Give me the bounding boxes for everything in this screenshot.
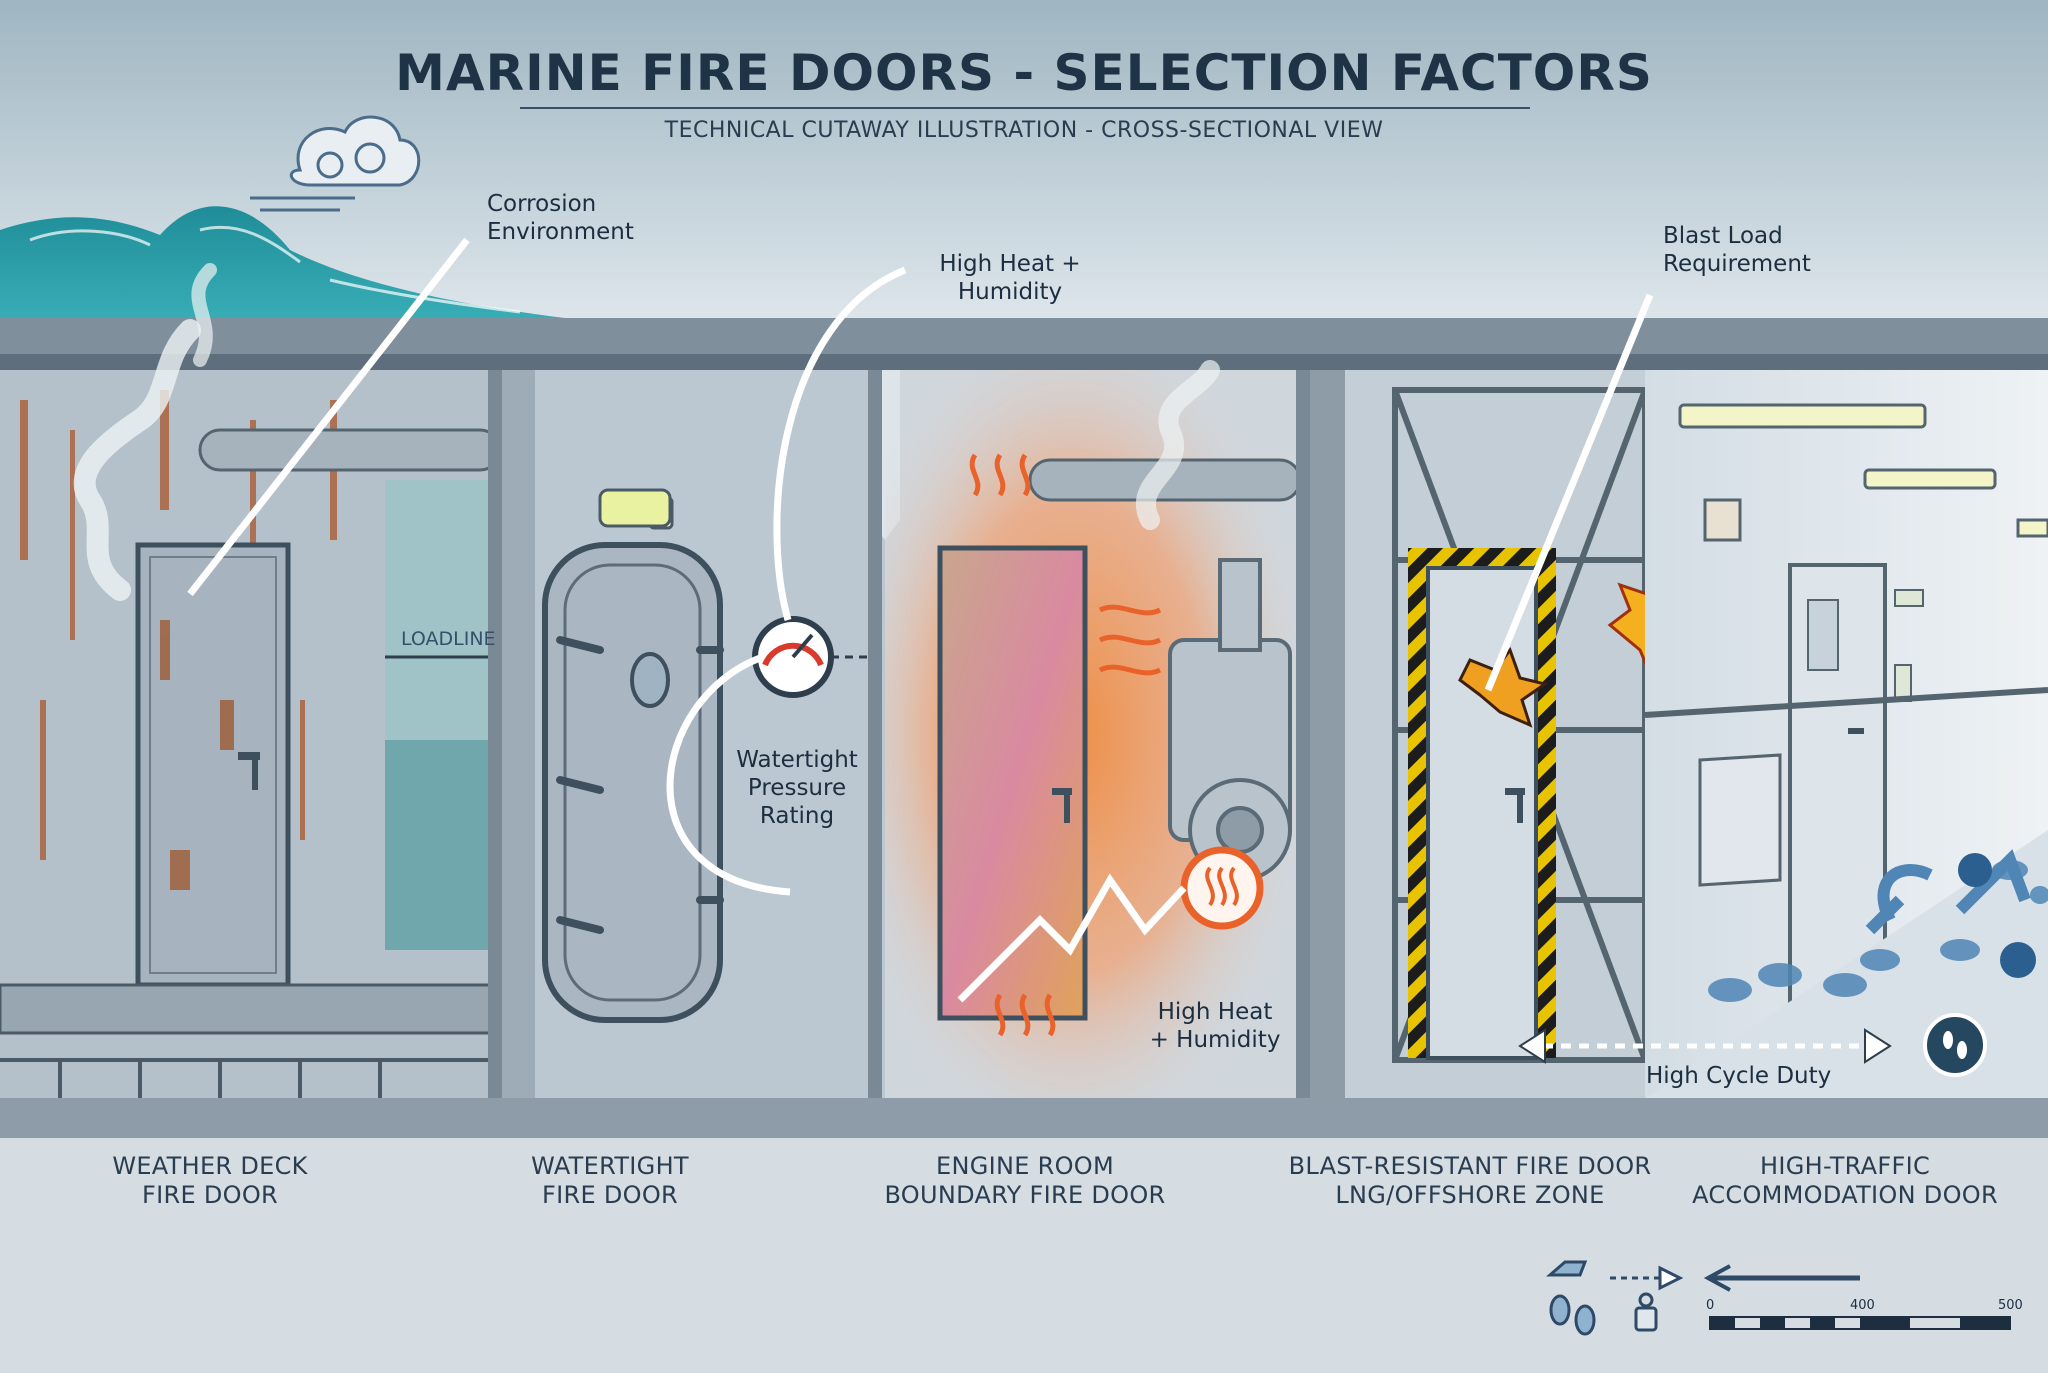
wind-cloud-icon bbox=[250, 115, 421, 212]
page-subtitle: TECHNICAL CUTAWAY ILLUSTRATION - CROSS-S… bbox=[664, 118, 1384, 143]
callout-line: Humidity bbox=[957, 279, 1063, 305]
title-divider bbox=[520, 107, 1530, 109]
corrosion-callout: Corrosion Environment bbox=[487, 190, 634, 246]
zone-line: ACCOMMODATION DOOR bbox=[1692, 1181, 1998, 1209]
zone-label-weather-deck: WEATHER DECK FIRE DOOR bbox=[60, 1152, 360, 1210]
scale-label: 400 bbox=[1850, 1298, 1875, 1313]
door-handle bbox=[238, 752, 260, 760]
blast-impact-icon bbox=[1458, 646, 1549, 728]
zone-label-engine-room: ENGINE ROOM BOUNDARY FIRE DOOR bbox=[860, 1152, 1190, 1210]
zone-line: WATERTIGHT bbox=[531, 1152, 689, 1180]
porthole bbox=[630, 652, 670, 708]
zone-label-watertight: WATERTIGHT FIRE DOOR bbox=[460, 1152, 760, 1210]
legend bbox=[1545, 1260, 1860, 1336]
callout-line: Blast Load bbox=[1663, 223, 1783, 249]
callout-line: Pressure bbox=[747, 775, 847, 801]
scale-bar bbox=[1709, 1316, 2011, 1330]
high-cycle-icon bbox=[1923, 1013, 1987, 1077]
zone-line: LNG/OFFSHORE ZONE bbox=[1335, 1181, 1605, 1209]
scale-label: 0 bbox=[1706, 1298, 1715, 1313]
watertight-door bbox=[542, 542, 723, 1023]
callout-line: High Heat + bbox=[939, 251, 1081, 277]
high-cycle-callout: High Cycle Duty bbox=[1646, 1063, 1832, 1089]
zone-line: HIGH-TRAFFIC bbox=[1759, 1152, 1931, 1180]
engine-machinery bbox=[1168, 558, 1292, 882]
weather-deck-door bbox=[135, 542, 291, 988]
callout-line: Corrosion bbox=[487, 191, 597, 217]
zone-label-blast: BLAST-RESISTANT FIRE DOOR LNG/OFFSHORE Z… bbox=[1280, 1152, 1660, 1210]
bay-dividers bbox=[488, 370, 1310, 1098]
heat-humidity-callout-top: High Heat + Humidity bbox=[915, 250, 1105, 306]
callout-line: High Heat bbox=[1157, 999, 1273, 1025]
upper-deck bbox=[0, 318, 2048, 354]
zone-line: FIRE DOOR bbox=[542, 1181, 678, 1209]
zone-line: FIRE DOOR bbox=[142, 1181, 278, 1209]
page-title: MARINE FIRE DOORS - SELECTION FACTORS bbox=[395, 44, 1653, 102]
heat-humidity-callout-bottom: High Heat + Humidity bbox=[1130, 998, 1300, 1054]
callout-line: Requirement bbox=[1663, 251, 1811, 277]
watertight-callout: Watertight Pressure Rating bbox=[712, 746, 882, 830]
loadline-label: LOADLINE bbox=[401, 628, 496, 650]
callout-line: Environment bbox=[487, 219, 634, 245]
callout-line: + Humidity bbox=[1149, 1027, 1281, 1053]
zone-line: ENGINE ROOM bbox=[935, 1152, 1114, 1180]
zone-line: BOUNDARY FIRE DOOR bbox=[884, 1181, 1166, 1209]
corrosion-leader bbox=[187, 237, 470, 597]
zone-label-accommodation: HIGH-TRAFFIC ACCOMMODATION DOOR bbox=[1690, 1152, 2000, 1210]
scale-label: 500 bbox=[1998, 1298, 2023, 1313]
heat-waves-icon bbox=[969, 453, 1162, 1037]
zone-line: BLAST-RESISTANT FIRE DOOR bbox=[1288, 1152, 1652, 1180]
lower-deck bbox=[0, 1098, 2048, 1138]
blast-callout: Blast Load Requirement bbox=[1663, 222, 1811, 278]
zone-line: WEATHER DECK bbox=[112, 1152, 308, 1180]
callout-line: Watertight bbox=[736, 747, 858, 773]
callout-line: Rating bbox=[759, 803, 835, 829]
